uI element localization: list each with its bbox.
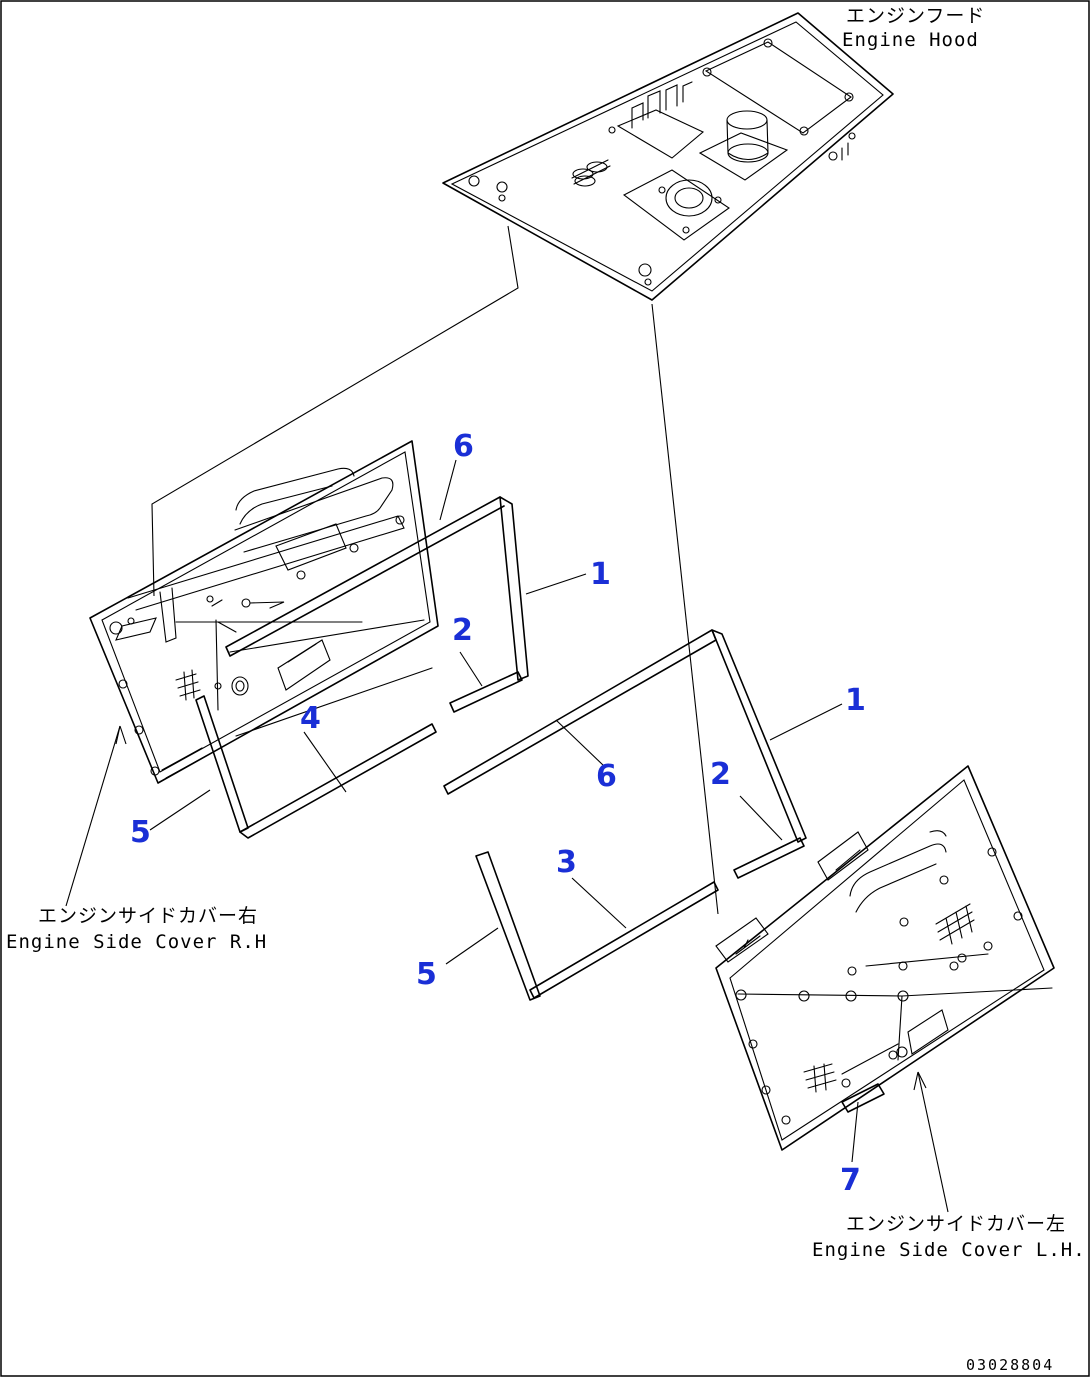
engine-hood [442,12,894,301]
engine-hood-caption-jp: エンジンフード [846,5,985,27]
side-cover-rh-caption-jp: エンジンサイドカバー右 [38,905,258,927]
callout-2-lower: 2 [710,757,731,792]
seal-set-rh [195,496,529,839]
callout-leaders [65,459,949,1213]
side-cover-lh-caption-jp: エンジンサイドカバー左 [846,1213,1066,1235]
callout-1-lower: 1 [845,683,866,718]
callout-2-upper: 2 [452,613,473,648]
side-cover-lh-caption-en: Engine Side Cover L.H. [812,1239,1086,1261]
callout-6-upper: 6 [453,429,474,464]
captions: エンジンフード Engine Hood エンジンサイドカバー右 Engine S… [6,5,1086,1374]
callout-7: 7 [840,1163,861,1198]
seal-set-lh [443,629,807,1001]
engine-hood-caption-en: Engine Hood [842,29,979,51]
callout-5-left: 5 [130,815,151,850]
callout-labels: 1 1 2 2 3 4 5 5 6 6 7 [130,429,866,1198]
callout-1-upper: 1 [590,557,611,592]
callout-6-lower: 6 [596,759,617,794]
side-cover-rh-caption-en: Engine Side Cover R.H [6,931,267,953]
callout-4: 4 [300,701,321,736]
engine-side-cover-lh [715,765,1055,1151]
callout-3: 3 [556,845,577,880]
drawing-code: 03028804 [966,1356,1054,1374]
engine-side-cover-rh [89,440,439,784]
assembly-lines [151,225,719,915]
callout-5-mid: 5 [416,957,437,992]
